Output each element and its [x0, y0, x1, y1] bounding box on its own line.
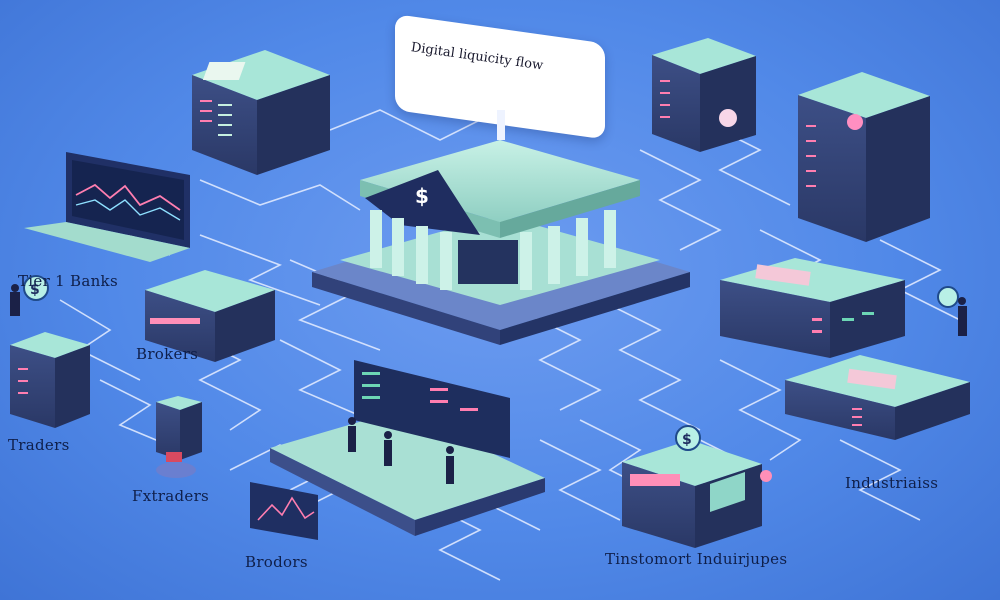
server-block-mid-right: [720, 258, 905, 358]
callout-bubble: Digital liquicity flow: [395, 14, 605, 140]
dollar-coin-icon: $: [682, 432, 692, 448]
callout-stem: [497, 110, 505, 140]
atm-kiosk: $: [622, 425, 772, 548]
label-brokers-bottom: Brodors: [245, 553, 308, 571]
right-coin-figure: [937, 286, 967, 336]
label-institutional: Tinstomort Induirjupes: [605, 550, 788, 568]
trading-platform: [270, 360, 545, 536]
label-traders-left: Traders: [8, 436, 70, 454]
central-bank: $: [312, 140, 690, 345]
server-block-bottom-right: [785, 355, 970, 440]
svg-text:$: $: [30, 282, 40, 298]
server-tower-top-right: [652, 38, 756, 152]
label-fx-traders: Fxtraders: [132, 487, 210, 505]
label-tier1-banks: Tier 1 Banks: [18, 272, 118, 290]
fx-terminal-left: [156, 396, 202, 478]
server-tower-left: [10, 332, 90, 428]
connection-lines: [59, 109, 961, 581]
label-brokers: Brokers: [136, 345, 199, 363]
chart-monitor-bottom-left: [250, 482, 318, 540]
label-industries-right: Industriaiss: [845, 474, 939, 492]
laptop-chart: [24, 152, 190, 262]
bank-dollar-icon: $: [415, 184, 429, 208]
server-block-mid-left: [145, 270, 275, 362]
server-tower-top-left: [192, 50, 330, 175]
left-coin-figure: $: [10, 275, 49, 316]
server-tower-far-right: [798, 72, 930, 242]
